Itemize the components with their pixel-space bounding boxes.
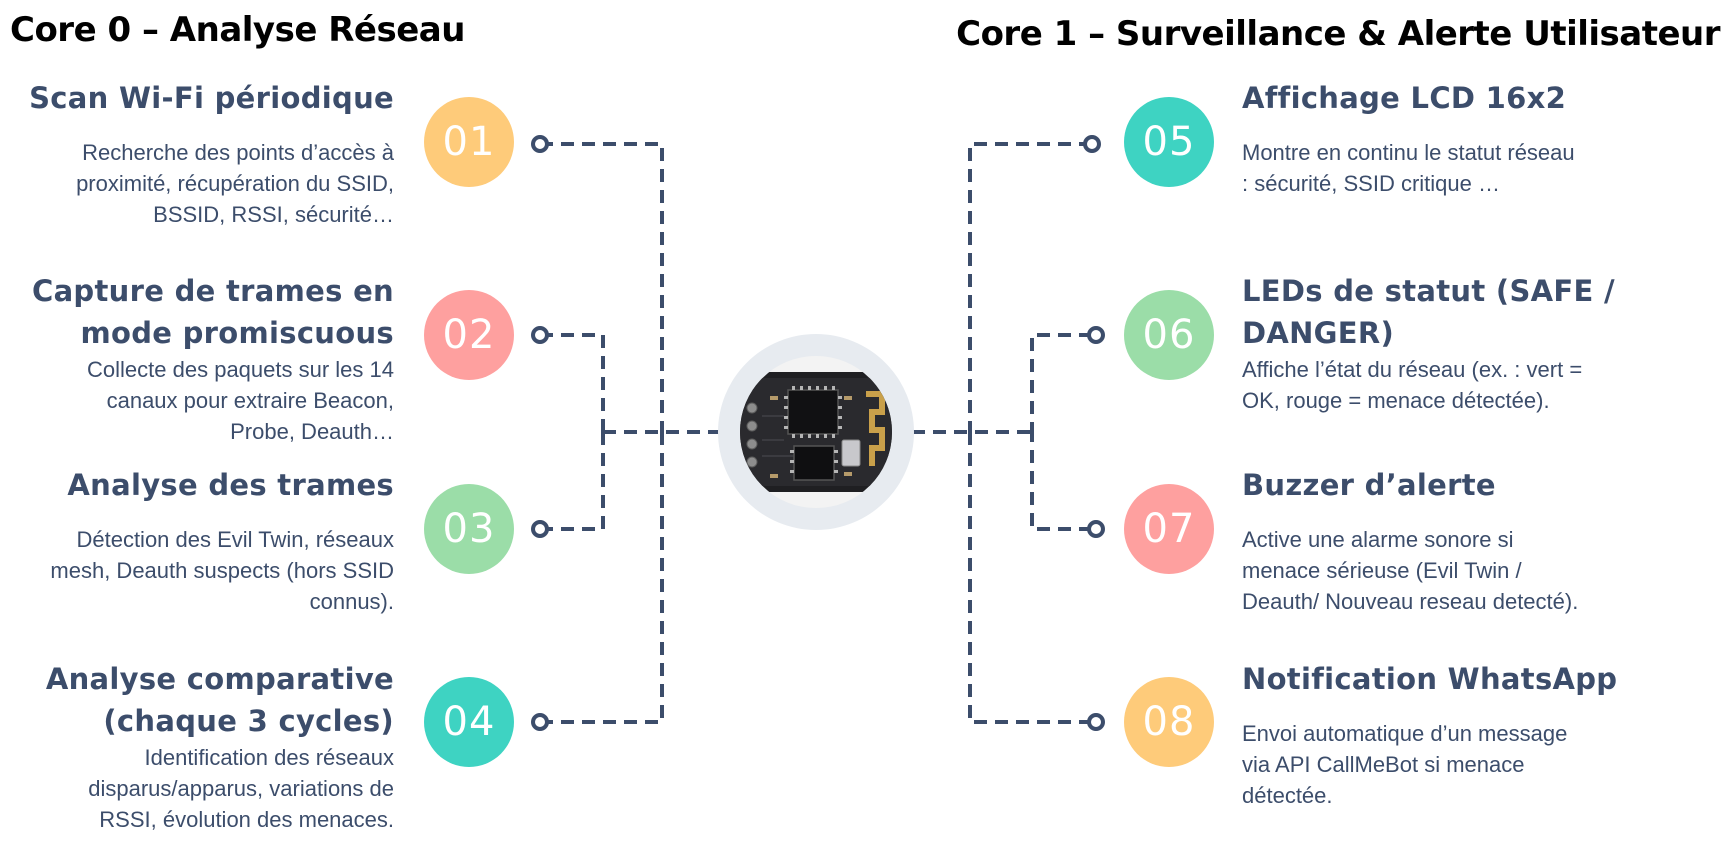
step-description: Affiche l’état du réseau (ex. : vert =OK… (1242, 357, 1583, 413)
connector-08 (968, 432, 1092, 724)
step-title: Notification WhatsApp (1242, 662, 1618, 696)
esp-chip-image (740, 356, 892, 508)
step-description: Montre en continu le statut réseau: sécu… (1242, 140, 1575, 196)
step-title: Scan Wi-Fi périodique (29, 81, 394, 115)
step-number-badge: 05 (1124, 97, 1214, 187)
step-number-badge: 06 (1124, 290, 1214, 380)
step-title: Buzzer d’alerte (1242, 468, 1496, 502)
step-03: Analyse des trames Détection des Evil Tw… (4, 464, 394, 617)
step-title: LEDs de statut (SAFE /DANGER) (1242, 274, 1615, 350)
step-05: Affichage LCD 16x2 Montre en continu le … (1242, 77, 1642, 199)
core-1-title: Core 1 – Surveillance & Alerte Utilisate… (956, 14, 1720, 54)
connector-dot-07 (1087, 520, 1105, 538)
connector-dot-03 (531, 520, 549, 538)
connector-dot-08 (1087, 713, 1105, 731)
step-title: Analyse des trames (67, 468, 394, 502)
connector-04 (540, 432, 664, 724)
step-number-badge: 01 (424, 97, 514, 187)
step-number-badge: 08 (1124, 677, 1214, 767)
connector-dot-04 (531, 713, 549, 731)
step-number-badge: 04 (424, 677, 514, 767)
step-number-badge: 07 (1124, 484, 1214, 574)
connector-dot-01 (531, 135, 549, 153)
connector-dot-06 (1087, 326, 1105, 344)
connector-06 (1030, 333, 1092, 432)
step-title: Analyse comparative(chaque 3 cycles) (45, 662, 394, 738)
center-chip-node (718, 334, 914, 530)
step-title: Affichage LCD 16x2 (1242, 81, 1567, 115)
step-04: Analyse comparative(chaque 3 cycles) Ide… (4, 658, 394, 835)
step-01: Scan Wi-Fi périodique Recherche des poin… (4, 77, 394, 230)
step-number-badge: 03 (424, 484, 514, 574)
step-06: LEDs de statut (SAFE /DANGER) Affiche l’… (1242, 270, 1642, 416)
connector-dot-05 (1083, 135, 1101, 153)
step-07: Buzzer d’alerte Active une alarme sonore… (1242, 464, 1642, 617)
step-number-badge: 02 (424, 290, 514, 380)
connector-07 (1030, 432, 1092, 531)
step-08: Notification WhatsApp Envoi automatique … (1242, 658, 1642, 811)
connector-02 (540, 333, 605, 432)
connector-03 (540, 432, 605, 531)
core-0-title: Core 0 – Analyse Réseau (10, 10, 465, 50)
connector-dot-02 (531, 326, 549, 344)
